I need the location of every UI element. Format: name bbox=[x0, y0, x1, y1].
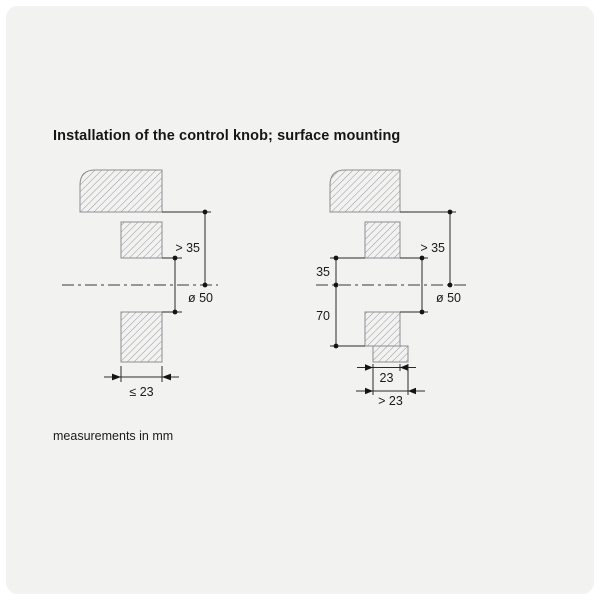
arrowhead bbox=[112, 373, 121, 381]
dimension-dot bbox=[419, 309, 425, 315]
dimension-panel-thickness: ≤ 23 bbox=[104, 366, 179, 399]
page-title: Installation of the control knob; surfac… bbox=[53, 128, 401, 144]
dim-label-above-axis: > 35 bbox=[420, 241, 445, 255]
dimension-dot bbox=[333, 282, 339, 288]
right-diagram: > 35 ø 50 35 70 bbox=[316, 169, 470, 408]
diagram-background bbox=[6, 6, 594, 594]
arrowhead bbox=[365, 364, 373, 371]
dim-label-axis-to-top: 35 bbox=[316, 265, 330, 279]
dim-label-above-axis: > 35 bbox=[175, 241, 200, 255]
panel-above-hole bbox=[364, 221, 401, 259]
left-diagram: > 35 ø 50 ≤ 23 bbox=[62, 169, 218, 399]
dimension-above-axis: > 35 bbox=[162, 209, 211, 288]
dimension-dot bbox=[172, 309, 178, 315]
arrowhead bbox=[365, 387, 373, 395]
worktop-section bbox=[329, 169, 401, 213]
dim-label-panel-thickness: > 23 bbox=[378, 394, 403, 408]
dimension-dot bbox=[202, 282, 208, 288]
arrowhead bbox=[162, 373, 171, 381]
dim-label-hole-diameter: ø 50 bbox=[188, 291, 213, 305]
dim-label-recess-thickness: 23 bbox=[380, 371, 394, 385]
arrowhead bbox=[400, 364, 408, 371]
dimension-hole-diameter: ø 50 bbox=[162, 255, 213, 315]
dimension-dot bbox=[447, 209, 453, 215]
dimension-hole-diameter: ø 50 bbox=[400, 255, 461, 315]
dimension-dot bbox=[419, 255, 425, 261]
dimension-panel-thickness: > 23 bbox=[356, 364, 425, 408]
dim-label-panel-thickness: ≤ 23 bbox=[129, 385, 153, 399]
dimension-dot bbox=[172, 255, 178, 261]
dimension-dot bbox=[333, 255, 339, 261]
arrowhead bbox=[408, 387, 416, 395]
dim-label-hole-diameter: ø 50 bbox=[436, 291, 461, 305]
dim-label-axis-to-bottom: 70 bbox=[316, 309, 330, 323]
dimension-dot bbox=[447, 282, 453, 288]
dimension-above-axis: > 35 bbox=[400, 209, 456, 288]
worktop-section bbox=[79, 169, 163, 213]
panel-step-section bbox=[372, 345, 409, 363]
dimension-axis-chain: 35 70 bbox=[316, 255, 365, 349]
dimension-dot bbox=[202, 209, 208, 215]
panel-above-hole bbox=[120, 221, 163, 259]
units-note: measurements in mm bbox=[53, 429, 174, 443]
panel-below-hole bbox=[120, 311, 163, 363]
panel-below-hole bbox=[364, 311, 401, 347]
dimension-recess-thickness: 23 bbox=[357, 364, 416, 395]
dimension-dot bbox=[333, 343, 339, 349]
